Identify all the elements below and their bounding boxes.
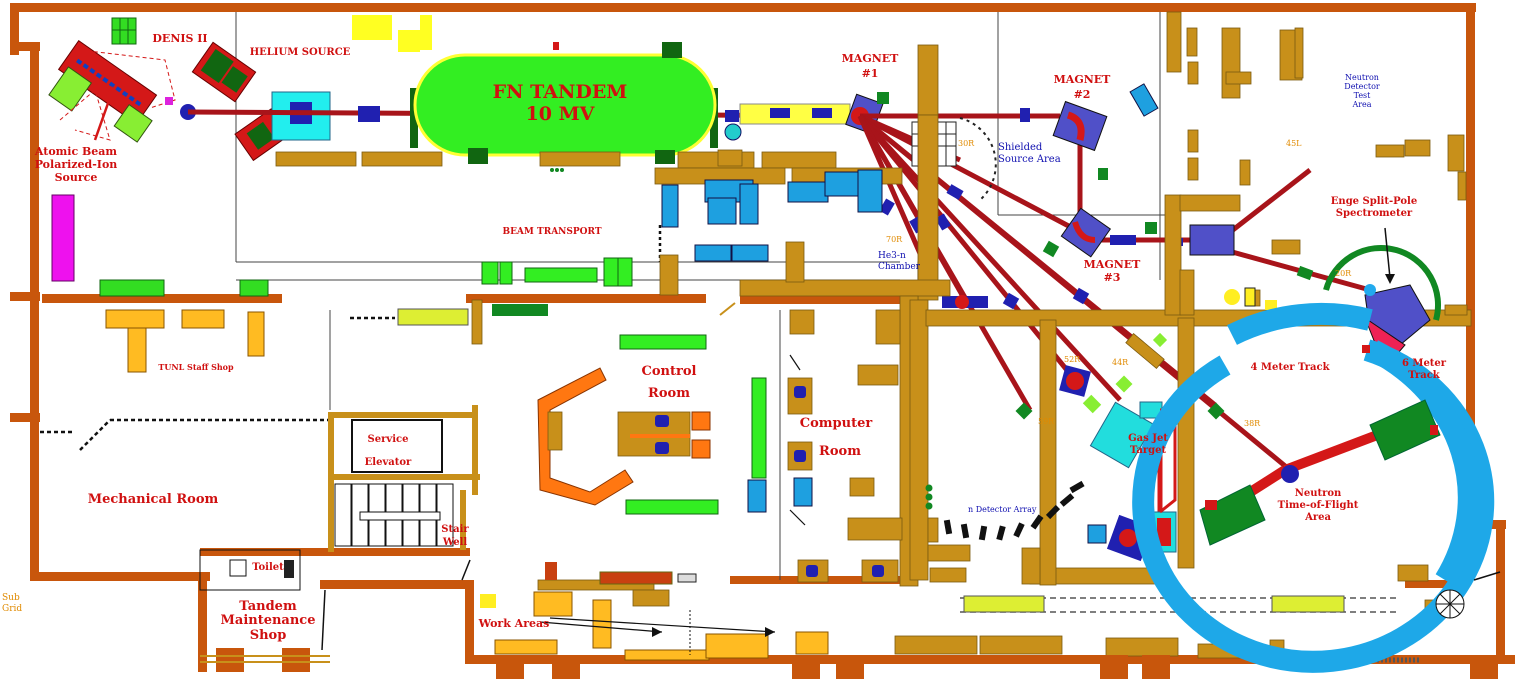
angle-70r: 70R bbox=[886, 235, 903, 244]
control-room-console bbox=[537, 367, 711, 506]
control-room-label-2: Room bbox=[648, 386, 690, 401]
chamber-label: Chamber bbox=[878, 262, 921, 272]
angle-30r: 30R bbox=[958, 139, 975, 148]
green-benches bbox=[481, 257, 767, 515]
angle-59r: 59R bbox=[1038, 417, 1055, 426]
shielded-label: Shielded bbox=[998, 142, 1043, 153]
control-room-label-1: Control bbox=[642, 364, 697, 379]
magnet2-label: MAGNET bbox=[1054, 73, 1112, 86]
tandem-maint-label-1: Tandem bbox=[239, 599, 297, 614]
neutron-tof-label-1: Neutron bbox=[1295, 488, 1342, 499]
doors bbox=[321, 302, 806, 651]
elevator-label: Elevator bbox=[365, 457, 412, 468]
blue-equipment bbox=[661, 83, 1159, 544]
yellow-machines bbox=[397, 287, 1345, 613]
enge-label-2: Spectrometer bbox=[1336, 208, 1413, 219]
magnet2-number: #2 bbox=[1074, 88, 1091, 101]
service-label: Service bbox=[368, 434, 409, 445]
stair-label: Stair bbox=[441, 524, 469, 535]
gas-jet-target bbox=[1089, 401, 1177, 562]
n-detector-array-label: n Detector Array bbox=[968, 505, 1037, 514]
neutron-detector-label-3: Test bbox=[1354, 91, 1372, 100]
four-meter-track-label: 4 Meter Track bbox=[1250, 362, 1330, 373]
grid-label: Grid bbox=[2, 604, 22, 614]
magnet3-label: MAGNET bbox=[1084, 258, 1142, 271]
atomic-beam-label: Atomic Beam bbox=[34, 145, 118, 158]
toilet-area bbox=[199, 549, 301, 591]
denis-label: DENIS II bbox=[152, 32, 207, 45]
fn-tandem bbox=[410, 42, 718, 164]
gas-jet-label-1: Gas Jet bbox=[1128, 433, 1168, 444]
well-label: Well bbox=[442, 537, 468, 548]
tandem-maint-label-3: Shop bbox=[250, 628, 287, 643]
work-areas-label: Work Areas bbox=[478, 617, 550, 630]
neutron-tof bbox=[1132, 303, 1501, 673]
computer-room-label-2: Room bbox=[819, 444, 861, 459]
inner-partitions bbox=[40, 12, 1420, 663]
sub-label: Sub bbox=[2, 593, 20, 603]
bottom-pillars bbox=[200, 648, 1498, 679]
enge-label-1: Enge Split-Pole bbox=[1331, 196, 1417, 207]
six-meter-label-1: 6 Meter bbox=[1402, 358, 1447, 369]
beam-transport-label: BEAM TRANSPORT bbox=[502, 227, 601, 237]
angle-38r: 38R bbox=[1244, 419, 1261, 428]
magnet1-number: #1 bbox=[862, 67, 879, 80]
staff-shop-label: TUNL Staff Shop bbox=[158, 362, 234, 372]
computer-room-desks bbox=[787, 309, 903, 583]
neutron-detector-label-1: Neutron bbox=[1345, 73, 1379, 82]
magnets bbox=[1020, 100, 1235, 258]
six-meter-label-2: Track bbox=[1408, 370, 1441, 381]
neutron-detector-label-4: Area bbox=[1351, 100, 1371, 109]
helium-source-label: HELIUM SOURCE bbox=[250, 47, 351, 58]
mechanical-room-label: Mechanical Room bbox=[88, 492, 219, 507]
gas-jet-label-2: Target bbox=[1130, 445, 1167, 456]
polarized-ion-label: Polarized-Ion bbox=[35, 158, 118, 171]
source-label: Source bbox=[55, 171, 98, 184]
elevator-stair bbox=[328, 405, 480, 552]
neutron-tof-label-3: Area bbox=[1304, 512, 1331, 523]
computer-room-label-1: Computer bbox=[800, 416, 873, 431]
source-area bbox=[48, 15, 432, 297]
tandem-title-line1: FN TANDEM bbox=[493, 81, 628, 103]
tandem-title-line2: 10 MV bbox=[526, 103, 596, 125]
source-area-label: Source Area bbox=[998, 154, 1061, 165]
angle-44r: 44R bbox=[1112, 358, 1129, 367]
neutron-detector-label-2: Detector bbox=[1344, 82, 1380, 91]
he3-label: He3-n bbox=[878, 251, 906, 261]
staff-shop bbox=[105, 299, 483, 373]
angle-45l: 45L bbox=[1286, 139, 1302, 148]
n-detector-array bbox=[925, 480, 1085, 541]
labels: DENIS II HELIUM SOURCE Atomic Beam Polar… bbox=[2, 32, 1447, 643]
angle-52r: 52R bbox=[1064, 355, 1081, 364]
magnet1-label: MAGNET bbox=[842, 52, 900, 65]
tandem-maint-label-2: Maintenance bbox=[221, 613, 316, 628]
magnet3-number: #3 bbox=[1104, 271, 1121, 284]
neutron-tof-label-2: Time-of-Flight bbox=[1278, 500, 1359, 511]
toilet-label: Toilet bbox=[252, 562, 284, 573]
angle-20r: 20R bbox=[1335, 269, 1352, 278]
angle-labels: 30R 70R 52R 44R 59R 38R 45L 20R bbox=[886, 139, 1352, 428]
